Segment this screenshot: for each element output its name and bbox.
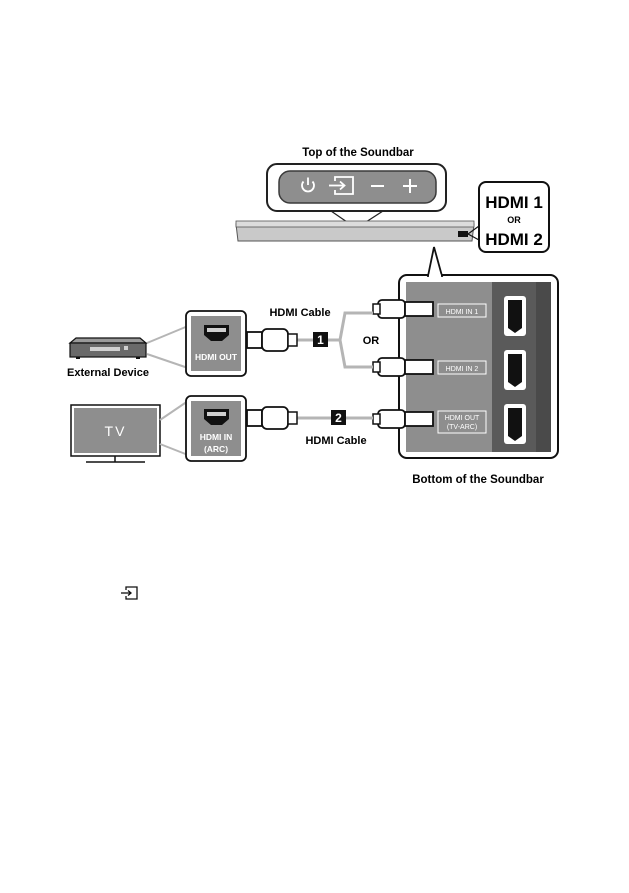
inline-source-icon xyxy=(121,586,138,600)
port-label-tv-arc: (TV-ARC) xyxy=(447,424,477,431)
soundbar-port-2 xyxy=(504,350,526,390)
soundbar-body xyxy=(235,220,475,242)
marker-1 xyxy=(313,332,328,347)
cable-2-label: HDMI Cable xyxy=(305,435,366,447)
tv-plug xyxy=(246,406,298,430)
device-plug-1 xyxy=(246,328,298,352)
hdmi-badge-line2: HDMI 2 xyxy=(485,230,543,249)
tv-callout-lines xyxy=(159,400,189,456)
hdmi-badge-line1: HDMI 1 xyxy=(485,193,543,212)
soundbar-top-panel xyxy=(266,163,447,212)
tv-screen-label: TV xyxy=(105,423,127,439)
source-icon xyxy=(329,176,354,195)
soundbar-port-1 xyxy=(504,296,526,336)
marker-1-label: 1 xyxy=(317,333,324,347)
device-callout-lines xyxy=(146,325,189,369)
port-label-box-3 xyxy=(437,410,487,434)
marker-2 xyxy=(331,410,346,425)
hdmi-badge xyxy=(467,181,550,253)
external-device-label: External Device xyxy=(67,367,149,379)
external-device-box xyxy=(68,337,148,359)
plus-icon xyxy=(403,179,417,193)
hdmi-badge-or: OR xyxy=(507,215,521,225)
port-label-box-1 xyxy=(437,303,487,318)
port-label-hdmi-in-2: HDMI IN 2 xyxy=(446,366,479,373)
top-of-soundbar-title: Top of the Soundbar xyxy=(302,147,414,159)
cable-1-label: HDMI Cable xyxy=(269,307,330,319)
tv-port-label-line1: HDMI IN xyxy=(200,432,233,442)
device-port-label: HDMI OUT xyxy=(195,352,238,362)
tv-icon xyxy=(70,404,161,463)
soundbar-plug-1 xyxy=(372,299,434,319)
power-icon xyxy=(301,177,315,193)
tv-port-panel xyxy=(185,395,247,462)
device-port-panel xyxy=(185,310,247,377)
bottom-of-soundbar-title: Bottom of the Soundbar xyxy=(412,474,544,486)
cable-1-lines xyxy=(297,311,373,369)
marker-2-label: 2 xyxy=(335,411,342,425)
cable-or-label: OR xyxy=(363,335,380,347)
port-label-hdmi-out: HDMI OUT xyxy=(445,415,480,422)
soundbar-plug-2 xyxy=(372,357,434,377)
port-label-hdmi-in-1: HDMI IN 1 xyxy=(446,309,479,316)
soundbar-plug-3 xyxy=(372,409,434,429)
soundbar-port-3 xyxy=(504,404,526,444)
port-label-box-2 xyxy=(437,360,487,375)
tv-port-label-line2: (ARC) xyxy=(204,444,228,454)
top-callout-lines xyxy=(330,210,384,223)
